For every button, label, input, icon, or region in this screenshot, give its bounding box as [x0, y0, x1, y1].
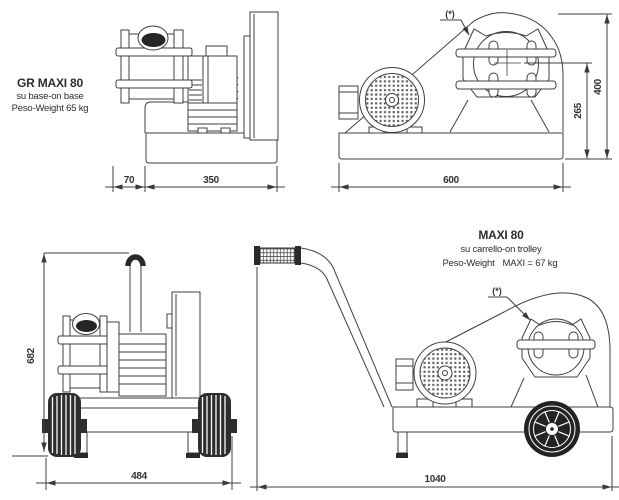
base-tray	[145, 132, 278, 164]
wheel-left	[42, 393, 87, 457]
trolley-model-title: MAXI 80	[478, 228, 524, 242]
dimension-trolley-front: 682 484	[12, 252, 241, 490]
fan-cover-side	[243, 11, 279, 141]
handle-grip	[259, 247, 296, 264]
dim-400: 400	[593, 78, 604, 95]
dimension-trolley-side: 1040	[250, 267, 619, 491]
trolley-handle-side	[254, 246, 393, 408]
pump-body-side	[115, 25, 193, 104]
dim-600: 600	[443, 175, 460, 186]
trolley-model-subtitle: su carrello-on trolley	[460, 244, 542, 255]
support-leg	[396, 431, 408, 458]
pump-housing-outline	[344, 12, 564, 134]
clamp-band	[57, 365, 113, 375]
dim-682: 682	[26, 347, 37, 364]
fan-cover-side	[166, 291, 201, 399]
base-tray	[338, 132, 564, 160]
wheel	[524, 401, 580, 457]
annotation-star: (*)	[445, 9, 455, 19]
view-base-side-label: GR MAXI 80 su base-on base Peso-Weight 6…	[12, 76, 89, 114]
dim-265: 265	[573, 102, 584, 119]
motor-front	[106, 321, 167, 397]
annotation-leader: (*)	[488, 286, 531, 321]
dim-1040: 1040	[424, 474, 446, 485]
dim-70: 70	[124, 175, 135, 186]
terminal-box	[395, 358, 414, 391]
clamp-band	[455, 48, 557, 58]
clamp-band	[57, 335, 113, 345]
pedestal	[449, 99, 550, 133]
annotation-leader: (*)	[440, 9, 470, 36]
base-model-title: GR MAXI 80	[17, 76, 84, 90]
casing-clamp	[455, 28, 557, 98]
dimension-base-side: 70 350	[105, 166, 285, 192]
base-model-weight: Peso-Weight 65 kg	[12, 103, 89, 114]
base-frame	[392, 406, 614, 433]
pump-body-front	[57, 313, 113, 393]
base-model-subtitle: su base-on base	[16, 91, 83, 102]
annotation-star: (*)	[492, 286, 502, 296]
dim-350: 350	[203, 175, 220, 186]
view-base-side: GR MAXI 80 su base-on base Peso-Weight 6…	[12, 11, 285, 192]
clamp-band	[455, 80, 557, 90]
wheel-right	[192, 393, 237, 457]
dim-484: 484	[131, 471, 148, 482]
motor-side	[187, 45, 238, 104]
clamp-band	[516, 339, 596, 350]
support-legs	[74, 431, 200, 458]
motor-fan-cover	[395, 341, 477, 408]
dimension-base-front: 600 265 400	[331, 13, 612, 192]
deck	[71, 397, 201, 408]
clamp-band	[115, 79, 193, 89]
pump-housing-outline	[439, 292, 611, 407]
casing-clamp	[516, 318, 596, 378]
view-base-front: (*) 600 265 400	[331, 9, 612, 192]
plinth	[144, 101, 188, 133]
pedestal	[510, 374, 599, 408]
motor-fan-cover	[338, 67, 425, 134]
view-trolley-side-label: MAXI 80 su carrello-on trolley Peso-Weig…	[443, 228, 558, 269]
view-trolley-side: MAXI 80 su carrello-on trolley Peso-Weig…	[250, 228, 619, 491]
trolley-handle-front	[125, 254, 146, 332]
terminal-box	[338, 85, 359, 120]
terminal-box	[205, 45, 228, 57]
view-trolley-front: 682 484	[12, 252, 241, 490]
